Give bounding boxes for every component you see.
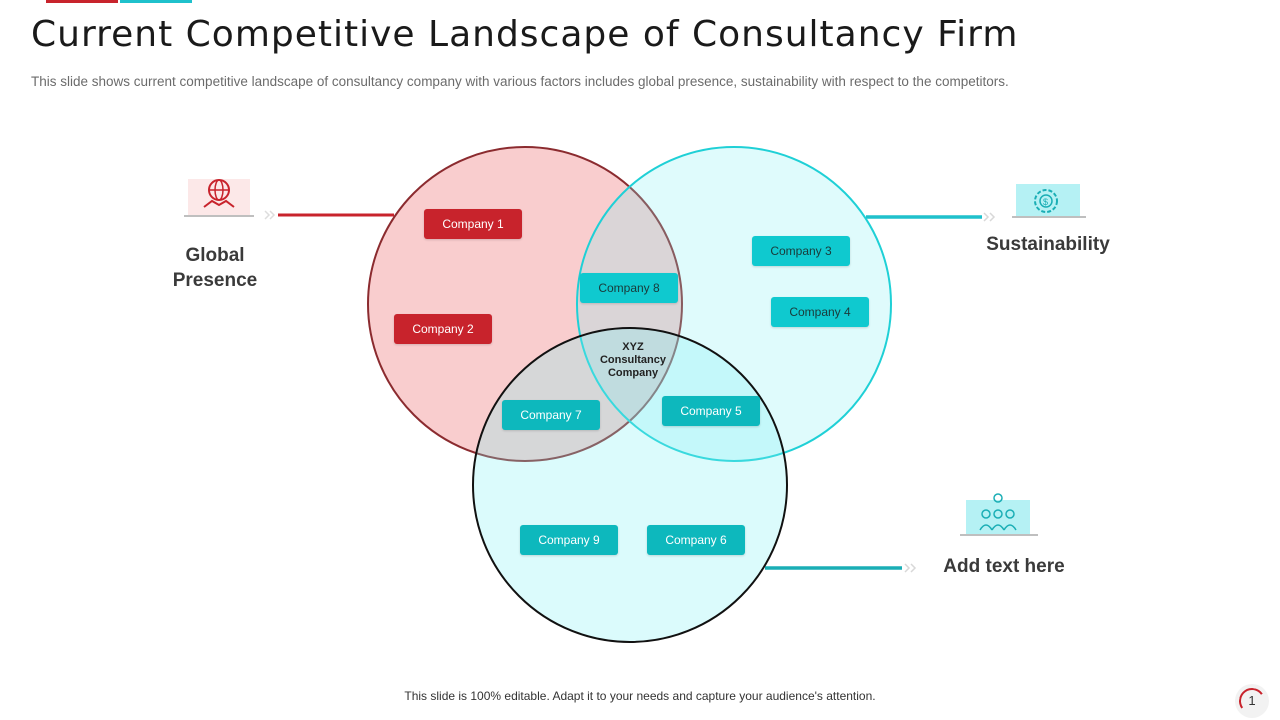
page-number: 1 [1248,693,1256,708]
company-4-chip: Company 4 [771,297,869,327]
center-label-xyz: XYZ Consultancy Company [590,341,676,380]
chevron-sustainability-icon [983,212,996,222]
globe-handshake-icon [184,179,254,217]
company-1-chip: Company 1 [424,209,522,239]
company-2-chip: Company 2 [394,314,492,344]
team-gear-icon [960,493,1038,536]
page-arc-icon [1236,685,1268,717]
svg-text:$: $ [1043,197,1048,207]
company-9-chip: Company 9 [520,525,618,555]
accent-bar-teal [120,0,192,3]
footer-note: This slide is 100% editable. Adapt it to… [404,689,876,703]
center-label-line3: Company [607,367,659,379]
company-3-chip: Company 3 [752,236,850,266]
page-title: Current Competitive Landscape of Consult… [31,14,1019,55]
chevron-global-icon [264,210,276,220]
label-global-presence: Global Presence [150,243,280,293]
center-label-line1: XYZ [622,341,644,353]
accent-bar-red [46,0,118,3]
dollar-gear-icon: $ [1012,184,1086,218]
company-5-chip: Company 5 [662,396,760,426]
label-global-line1: Global [185,245,245,266]
company-7-chip: Company 7 [502,400,600,430]
company-8-chip: Company 8 [580,273,678,303]
company-6-chip: Company 6 [647,525,745,555]
label-global-line2: Presence [172,270,258,291]
page-subtitle: This slide shows current competitive lan… [31,74,1009,89]
chevron-add-text-icon [904,563,917,573]
label-sustainability: Sustainability [986,234,1110,255]
page-number-badge: 1 [1235,684,1269,718]
center-label-line2: Consultancy [599,354,666,366]
label-add-text: Add text here [943,556,1065,577]
circle-sustainability [576,146,892,462]
